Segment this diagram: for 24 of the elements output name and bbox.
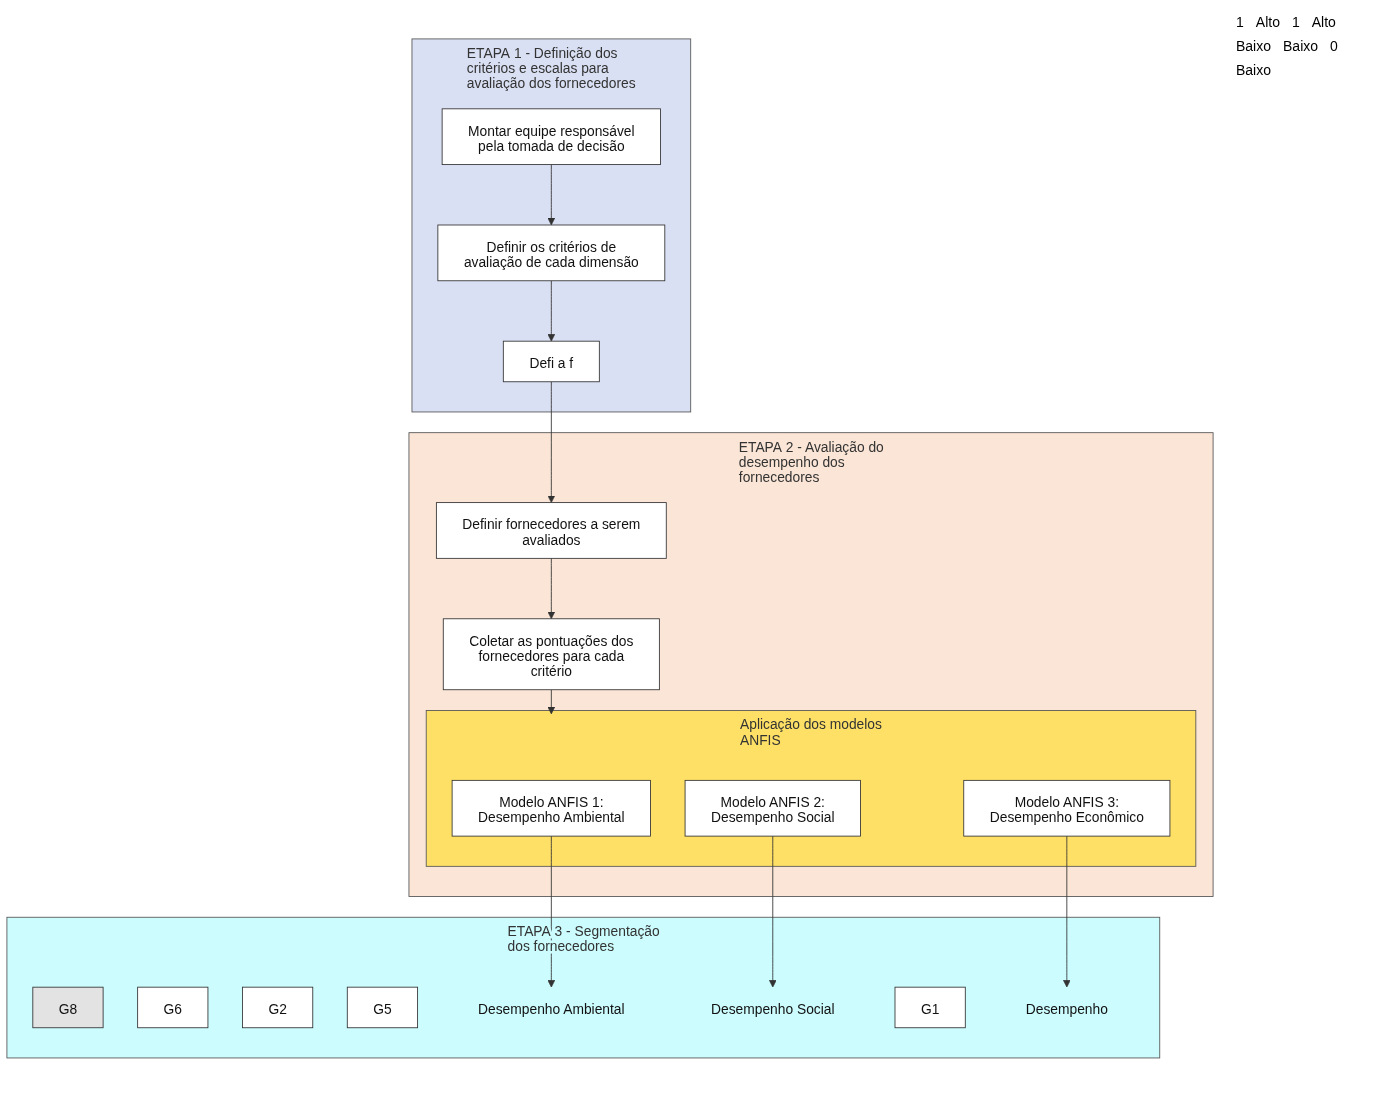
node-box: Modelo ANFIS 1: Desempenho Ambiental (451, 780, 651, 837)
node-box: Modelo ANFIS 2: Desempenho Social (684, 780, 861, 837)
node-box: Defi a f (502, 340, 600, 383)
node-text: Desempenho (1025, 1001, 1108, 1017)
node-box: Definir os critérios de avaliação de cada dimensão (437, 224, 666, 282)
node-text: Desempenho Social (711, 1001, 835, 1017)
node-box: Definir fornecedores a serem avaliados (435, 502, 667, 559)
node-text: Desempenho Ambiental (478, 1001, 625, 1017)
node-box: G6 (137, 986, 209, 1029)
axis-label: Alto (1255, 14, 1280, 30)
axis-label: 1 (1236, 14, 1244, 30)
node-box: G1 (894, 986, 966, 1029)
node-box: Montar equipe responsável pela tomada de decisão (441, 108, 661, 166)
axis-label: 1 (1291, 14, 1300, 30)
node-box: G5 (346, 986, 418, 1029)
node-box: Coletar as pontuações dos fornecedores para cada critério (442, 618, 660, 691)
axis-label: 0 (1330, 38, 1338, 54)
axis-label: Baixo (1236, 38, 1272, 54)
node-box: G2 (242, 986, 314, 1029)
axis-label: Alto (1311, 14, 1336, 30)
axis-label: Baixo (1283, 38, 1319, 54)
axis-label: Baixo (1236, 62, 1272, 78)
node-box: G8 (32, 986, 104, 1029)
node-box: Modelo ANFIS 3: Desempenho Econômico (963, 780, 1171, 837)
